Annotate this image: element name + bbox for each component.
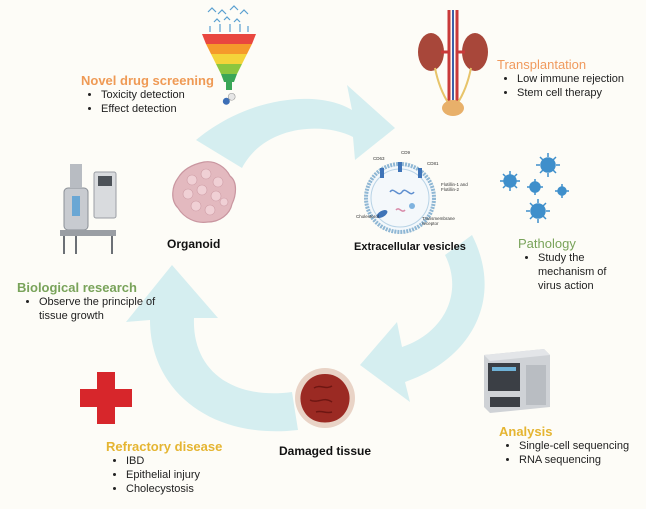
app-transplantation: Transplantation Low immune rejection Ste… [497, 57, 624, 100]
cycle-arrow-top [196, 85, 395, 168]
vesicle-label-cd9: CD9 [401, 150, 411, 155]
organoid-icon [172, 161, 237, 223]
medical-cross-icon [80, 372, 132, 424]
app-item: Epithelial injury [126, 468, 222, 482]
app-item: Cholecystosis [126, 482, 222, 496]
app-item: Single-cell sequencing [519, 439, 629, 453]
app-title: Transplantation [497, 57, 587, 72]
bioreactor-icon [60, 164, 117, 254]
app-pathology: Pathology Study the mechanism of virus a… [518, 236, 628, 293]
app-item: RNA sequencing [519, 453, 629, 467]
app-analysis: Analysis Single-cell sequencing RNA sequ… [499, 424, 629, 467]
app-item: Low immune rejection [517, 72, 624, 86]
app-item: IBD [126, 454, 222, 468]
sequencer-icon [484, 349, 550, 413]
extracellular-vesicles-label: Extracellular vesicles [354, 241, 466, 253]
vesicle-label-flotillin: Flotillin-1 and Flotillin-2 [441, 182, 468, 192]
app-title: Pathology [518, 236, 576, 251]
app-title: Analysis [499, 424, 553, 439]
app-refractory-disease: Refractory disease IBD Epithelial injury… [106, 439, 222, 496]
cycle-arrow-bottom-left [126, 265, 298, 432]
app-novel-drug-screening: Novel drug screening Toxicity detection … [81, 73, 214, 116]
app-item: Effect detection [101, 102, 214, 116]
app-item: Toxicity detection [101, 88, 214, 102]
virus-icon [500, 153, 569, 223]
damaged-tissue-label: Damaged tissue [279, 444, 372, 458]
app-item: Study the mechanism of virus action [538, 251, 626, 293]
damaged-tissue-icon [295, 368, 355, 428]
app-title: Refractory disease [106, 439, 223, 454]
cycle-arrow-right [360, 235, 485, 402]
app-biological-research: Biological research Observe the principl… [17, 280, 177, 323]
kidney-icon [418, 10, 488, 116]
extracellular-vesicle-icon [364, 162, 436, 234]
app-title: Biological research [17, 280, 137, 295]
funnel-icon [202, 5, 256, 105]
vesicle-label-cd63: CD63 [373, 156, 385, 161]
app-item: Observe the principle of tissue growth [39, 295, 167, 323]
app-item: Stem cell therapy [517, 86, 624, 100]
organoid-label: Organoid [167, 237, 221, 251]
vesicle-label-cholesterol: Cholesterol [356, 214, 379, 219]
app-title: Novel drug screening [81, 73, 214, 88]
vesicle-label-cd81: CD81 [427, 161, 439, 166]
vesicle-label-transmembrane: Transmembrane receptor [422, 216, 455, 226]
